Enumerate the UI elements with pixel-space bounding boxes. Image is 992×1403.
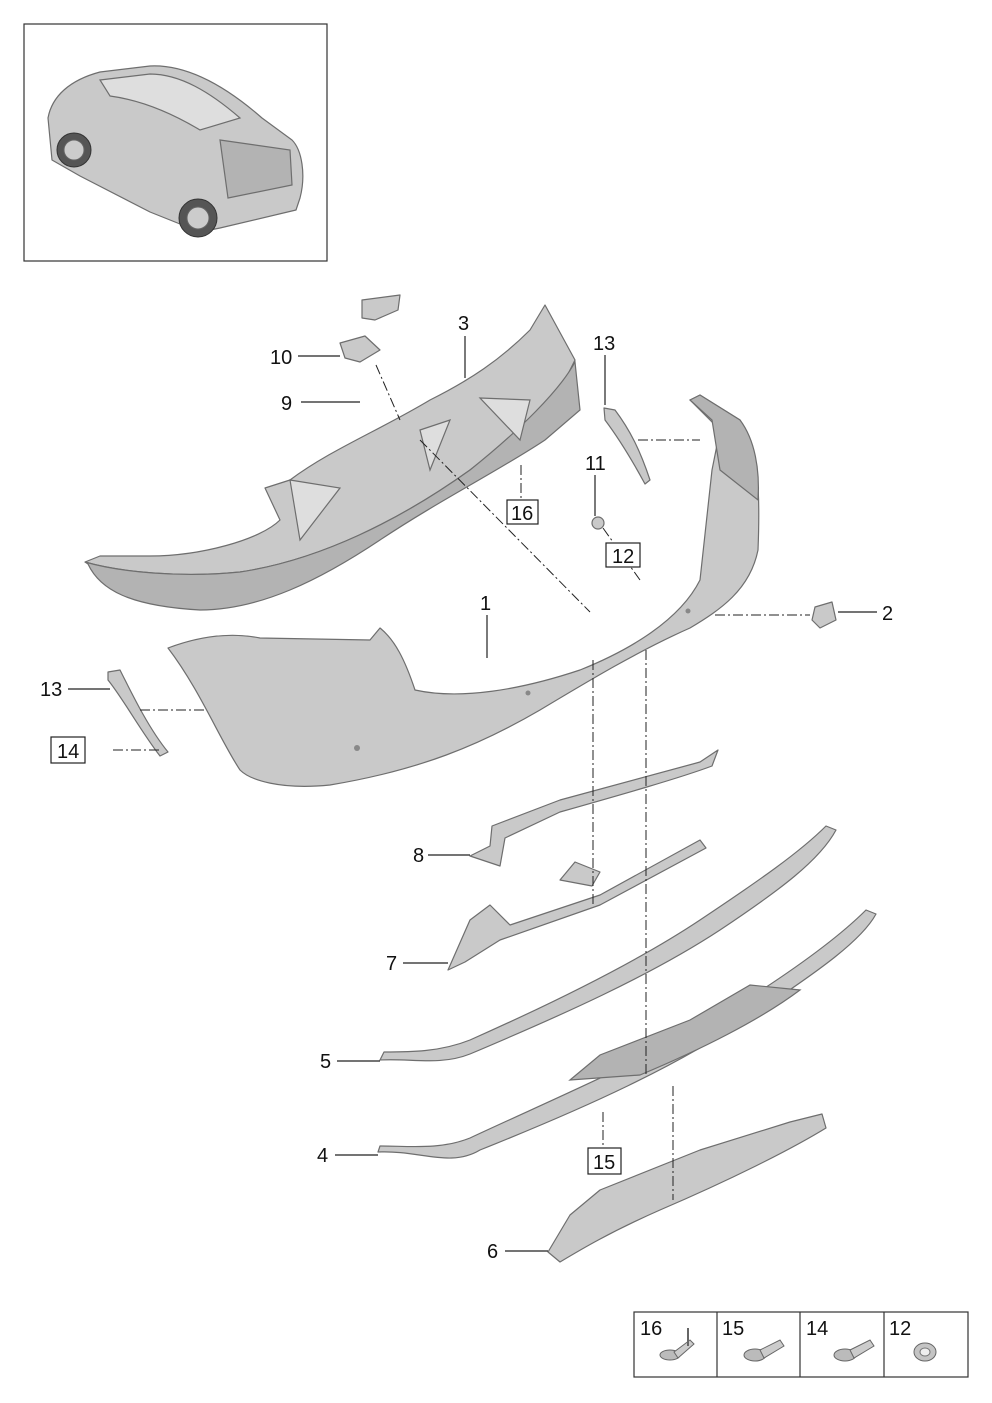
callout-1: 1 [480, 593, 491, 615]
svg-text:12: 12 [612, 546, 634, 568]
part-13-left-bracket [107, 669, 169, 757]
part-13-right-bracket [603, 407, 651, 485]
callout-8: 8 [413, 845, 424, 867]
part-3-bumper-carrier [84, 304, 581, 611]
svg-text:15: 15 [593, 1152, 615, 1174]
part-4-lower-trim [377, 909, 877, 1159]
car-overview-inset [23, 23, 328, 262]
boxed-callout-12: 12 [605, 542, 641, 568]
svg-text:14: 14 [806, 1318, 828, 1340]
boxed-callout-14: 14 [50, 736, 86, 764]
legend-cell-14: 14 [806, 1318, 875, 1362]
callout-11: 11 [585, 453, 606, 475]
callout-10: 10 [270, 347, 292, 369]
boxed-callout-16: 16 [506, 499, 539, 525]
screw-washer-icon [833, 1339, 875, 1362]
callout-13-right: 13 [593, 333, 615, 355]
svg-text:16: 16 [640, 1318, 662, 1340]
nut-icon [913, 1342, 937, 1362]
callout-9: 9 [281, 393, 292, 415]
legend-cell-16: 16 [640, 1318, 695, 1361]
callout-6: 6 [487, 1241, 498, 1263]
svg-text:15: 15 [722, 1318, 744, 1340]
fastener-legend: 16 15 14 12 [633, 1311, 969, 1378]
boxed-callout-15: 15 [587, 1147, 622, 1175]
part-1-bumper-cover [167, 394, 760, 787]
part-10-clip [339, 335, 381, 363]
callout-2: 2 [882, 603, 893, 625]
part-5-trim-strip [379, 825, 837, 1062]
screw-washer-icon [743, 1339, 785, 1362]
legend-cell-15: 15 [722, 1318, 785, 1362]
part-7-strip [447, 839, 707, 971]
car-overview-icon [47, 65, 304, 238]
part-2-cap [811, 601, 837, 629]
callout-13-left: 13 [40, 679, 62, 701]
boxed-callouts: 16 12 14 15 [50, 499, 641, 1175]
part-6-diffuser-panel [547, 1113, 827, 1263]
leader-lines [68, 336, 877, 1252]
svg-text:16: 16 [511, 503, 533, 525]
part-8-trim-carrier [469, 749, 719, 867]
legend-cell-12: 12 [889, 1318, 937, 1362]
callout-7: 7 [386, 953, 397, 975]
callout-4: 4 [317, 1145, 328, 1167]
callout-3: 3 [458, 313, 469, 335]
svg-text:14: 14 [57, 741, 79, 763]
part-11-grommet [591, 516, 605, 530]
callout-5: 5 [320, 1051, 331, 1073]
part-9-bracket [361, 294, 401, 321]
push-clip-icon [659, 1328, 695, 1361]
svg-text:12: 12 [889, 1318, 911, 1340]
callout-numbers: 10 9 3 13 11 1 2 13 8 7 5 4 6 [40, 313, 893, 1263]
